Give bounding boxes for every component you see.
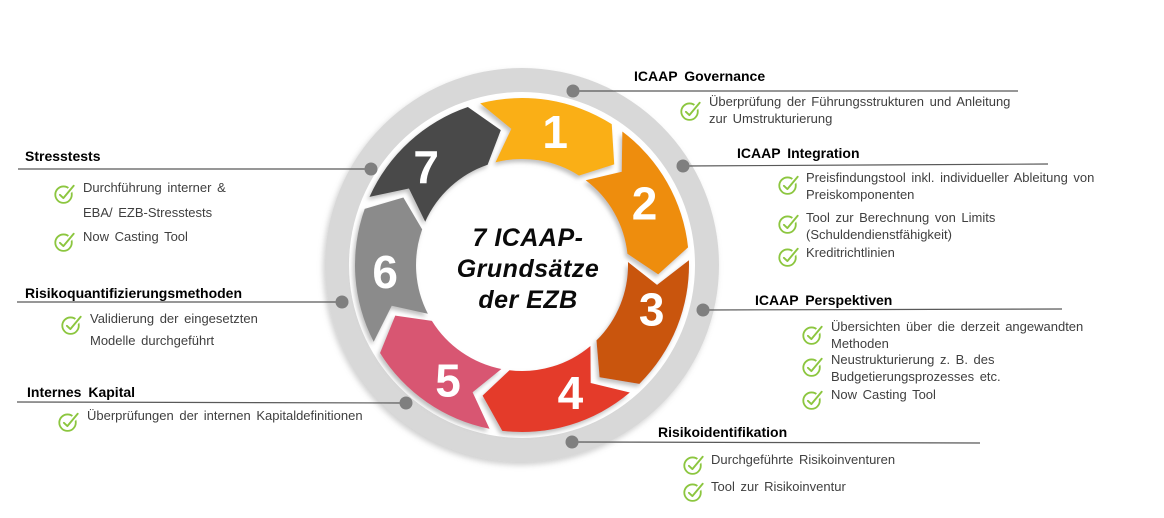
item-text: Überprüfungen der internen Kapitaldefini… (87, 407, 363, 424)
connector-dot-stresstests (364, 162, 378, 176)
item-line: Neustrukturierung z. B. des (831, 352, 995, 367)
connector-line-risikoidentifikation (571, 441, 981, 444)
connector-dot-internes-kapital (399, 396, 413, 410)
item-text: Überprüfung der Führungsstrukturen und A… (709, 93, 1010, 127)
section-title-icaap-integration: ICAAP Integration (737, 145, 860, 161)
item-text: Now Casting Tool (83, 224, 188, 249)
check-icon (60, 313, 83, 336)
check-icon (777, 245, 800, 268)
segment-number-4: 4 (558, 367, 584, 419)
item-line: Überprüfung der Führungsstrukturen und A… (709, 94, 1011, 109)
center-title-line-1: 7 ICAAP- (473, 224, 584, 252)
connector-dot-risikoquantifizierungsmethoden (335, 295, 349, 309)
item-text: Übersichten über die derzeit angewandten… (831, 318, 1083, 352)
check-icon (53, 182, 76, 205)
item-line: Überprüfungen der internen Kapitaldefini… (87, 408, 363, 423)
item-line: Budgetierungsprozesses etc. (831, 369, 1001, 384)
segment-2 (585, 131, 689, 275)
section-title-risikoquantifizierungsmethoden: Risikoquantifizierungsmethoden (25, 285, 243, 301)
item-text: Durchgeführte Risikoinventuren (711, 451, 895, 468)
check-icon (53, 230, 76, 253)
item-line: Kreditrichtlinien (806, 245, 895, 260)
segments-group (355, 97, 689, 432)
item-line: zur Umstrukturierung (709, 111, 833, 126)
item-line: Tool zur Risikoinventur (711, 479, 846, 494)
item-line: Now Casting Tool (831, 387, 936, 402)
item-line: Preisfindungstool inkl. individueller Ab… (806, 170, 1095, 185)
section-title-icaap-governance: ICAAP Governance (634, 68, 766, 84)
segment-1 (480, 97, 615, 176)
check-icon (777, 212, 800, 235)
check-icon (801, 355, 824, 378)
check-icon (679, 99, 702, 122)
segment-number-7: 7 (413, 141, 439, 193)
center-title-line-3: der EZB (478, 286, 577, 314)
section-title-icaap-perspektiven: ICAAP Perspektiven (755, 292, 893, 308)
item-line: (Schuldendienstfähigkeit) (806, 227, 952, 242)
segment-number-6: 6 (372, 246, 398, 298)
center-title-line-2: Grundsätze (457, 255, 600, 283)
connector-dot-icaap-integration (676, 159, 690, 173)
item-line: Modelle durchgeführt (90, 333, 215, 348)
check-icon (682, 453, 705, 476)
item-line: Durchführung interner & (83, 180, 226, 195)
segment-4 (482, 345, 630, 432)
segment-number-5: 5 (435, 354, 461, 406)
item-text: Tool zur Risikoinventur (711, 478, 846, 495)
check-icon (682, 480, 705, 503)
item-line: Methoden (831, 336, 889, 351)
item-text: Tool zur Berechnung von Limits (Schuldend… (806, 209, 995, 243)
connector-dot-icaap-governance (566, 84, 580, 98)
item-line: EBA/ EZB-Stresstests (83, 205, 213, 220)
section-title-risikoidentifikation: Risikoidentifikation (658, 424, 788, 440)
item-text: Now Casting Tool (831, 386, 936, 403)
connector-line-icaap-perspektiven (702, 308, 1063, 311)
segment-number-3: 3 (639, 283, 665, 335)
item-line: Übersichten über die derzeit angewandten (831, 319, 1084, 334)
connector-dot-icaap-perspektiven (696, 303, 710, 317)
item-text: Preisfindungstool inkl. individueller Ab… (806, 169, 1094, 203)
connector-dot-risikoidentifikation (565, 435, 579, 449)
connector-line-icaap-integration (682, 163, 1049, 167)
segment-number-2: 2 (632, 178, 658, 230)
segment-number-1: 1 (542, 106, 568, 158)
section-title-stresstests: Stresstests (25, 148, 101, 164)
item-line: Validierung der eingesetzten (90, 311, 258, 326)
segment-6 (355, 197, 428, 342)
check-icon (57, 410, 80, 433)
item-text: Kreditrichtlinien (806, 244, 895, 261)
segment-7 (369, 107, 501, 222)
item-text: Durchführung interner & EBA/ EZB-Stresste… (83, 175, 226, 225)
section-title-internes-kapital: Internes Kapital (27, 384, 136, 400)
check-icon (801, 388, 824, 411)
item-line: Preiskomponenten (806, 187, 915, 202)
item-line: Now Casting Tool (83, 229, 188, 244)
segment-3 (596, 260, 689, 384)
connector-line-internes-kapital (16, 401, 407, 404)
item-line: Durchgeführte Risikoinventuren (711, 452, 896, 467)
item-line: Tool zur Berechnung von Limits (806, 210, 996, 225)
check-icon (777, 173, 800, 196)
check-icon (801, 323, 824, 346)
segment-5 (380, 315, 502, 429)
